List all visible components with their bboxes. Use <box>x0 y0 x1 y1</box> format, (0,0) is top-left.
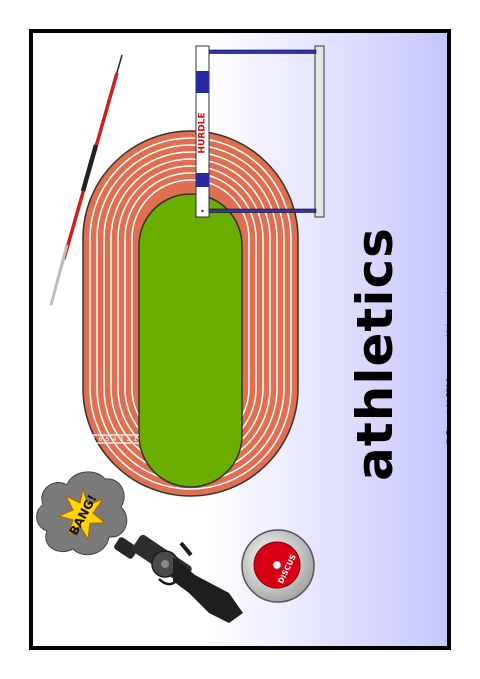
javelin-icon <box>49 54 123 306</box>
lane-number: 6 <box>99 436 103 443</box>
lane-number: 8 <box>85 436 89 443</box>
bang-burst-icon: BANG! <box>36 471 128 556</box>
discus-icon: DISCUS <box>241 529 315 603</box>
hurdle-label: HURDLE <box>198 112 208 153</box>
lane-number: 2 <box>127 436 131 443</box>
poster-frame: 8 7 6 5 4 3 2 1 HURDLE BANG! <box>29 29 451 650</box>
lane-number: 7 <box>92 436 96 443</box>
poster-title: athletics <box>346 227 404 481</box>
lane-number: 5 <box>106 436 110 443</box>
poster-artwork: 8 7 6 5 4 3 2 1 HURDLE BANG! <box>33 33 447 646</box>
lane-number: 1 <box>134 436 138 443</box>
hurdle-icon: HURDLE <box>195 45 325 218</box>
lane-number: 4 <box>113 436 117 443</box>
starting-pistol-icon <box>114 534 243 623</box>
lane-numbers: 8 7 6 5 4 3 2 1 <box>85 436 138 443</box>
lane-number: 3 <box>120 436 124 443</box>
running-track-icon: 8 7 6 5 4 3 2 1 <box>82 130 299 497</box>
copyright-notice: © Copyright 2014, www.sparklebox.co.uk <box>444 289 451 444</box>
